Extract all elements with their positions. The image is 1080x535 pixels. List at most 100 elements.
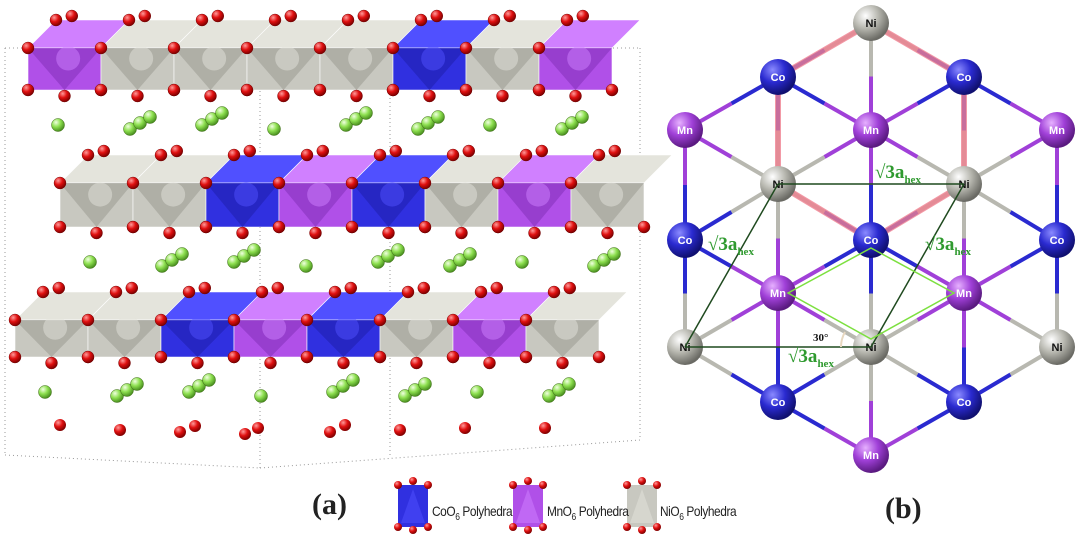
lattice-parameter-label: √3ahex [788,346,834,370]
mn-atom: Mn [1039,112,1075,148]
oxygen-atom [503,9,516,23]
li-atom [607,247,621,261]
li-atom [339,118,353,132]
li-atom [120,383,134,397]
li-atom [143,110,157,124]
oxygen-atom [81,313,95,327]
oxygen-atom [337,356,350,370]
li-atom [587,259,601,273]
li-atom [247,243,261,257]
atom-label: Co [678,235,693,247]
oxygen-atom [272,176,286,190]
oxygen-atom [418,220,432,234]
oxygen-atom [490,281,503,295]
li-atom [182,385,196,399]
oxygen-atom [409,477,417,485]
polyhedron-facet [401,489,425,523]
li-atom [371,255,385,269]
oxygen-atom [605,83,619,97]
oxygen-atom [491,220,505,234]
oxygen-atom [524,477,532,485]
li-atom [453,253,467,267]
oxygen-atom [509,523,517,531]
li-atom [326,385,340,399]
oxygen-atom [424,481,432,489]
li-atom [346,373,360,387]
atom-sphere [1039,222,1075,258]
li-atom [38,385,52,399]
oxygen-atom [191,356,204,370]
atom-label: Co [1050,235,1065,247]
li-atom [381,249,395,263]
oxygen-atom [118,356,131,370]
li-atom [51,118,65,132]
legend-icon-coo6 [394,477,432,534]
mn-atom: Mn [760,275,796,311]
oxygen-atom [21,41,35,55]
oxygen-atom [539,481,547,489]
metal-atom [262,315,287,340]
co-atom: Co [853,222,889,258]
oxygen-atom [45,356,58,370]
oxygen-atom [252,422,264,434]
unit-cell-edge [259,439,641,469]
highlight-bond [776,181,873,243]
oxygen-atom [58,89,71,103]
li-atom [542,389,556,403]
oxygen-atom [564,220,578,234]
atom-label: Co [957,397,972,409]
oxygen-atom [446,350,460,364]
li-atom [515,255,529,269]
panel-label-a: (a) [312,488,347,521]
oxygen-atom [637,220,651,234]
oxygen-atom [462,144,475,158]
oxygen-atom [227,313,241,327]
legend-label-co: CoO6 Polyhedra [432,503,513,523]
oxygen-atom [455,226,468,240]
oxygen-atom [300,148,314,162]
oxygen-atom [382,226,395,240]
oxygen-atom [138,9,152,23]
oxygen-atom [174,426,186,438]
oxygen-atom [309,226,322,240]
atom-sphere [760,384,796,420]
oxygen-atom [446,148,460,162]
legend-label-mn: MnO6 Polyhedra [547,503,629,523]
oxygen-atom [592,148,606,162]
oxygen-atom [459,41,473,55]
oxygen-atom [424,523,432,531]
panel-a-layered-structure [4,9,673,469]
oxygen-atom [227,148,241,162]
oxygen-atom [236,226,249,240]
oxygen-atom [227,350,241,364]
oxygen-atom [109,285,123,299]
oxygen-atom [373,148,387,162]
oxygen-atom [556,356,569,370]
oxygen-atom [409,526,417,534]
atom-sphere [760,275,796,311]
oxygen-atom [638,477,646,485]
oxygen-atom [21,83,35,97]
oxygen-atom [569,89,582,103]
oxygen-atom [563,281,576,295]
metal-atom [116,315,141,340]
co-atom: Co [946,384,982,420]
oxygen-atom [154,313,168,327]
atom-sphere [853,437,889,473]
atom-label: Mn [1049,125,1065,137]
oxygen-atom [653,481,661,489]
primitive-cell [786,247,956,340]
mn-atom: Mn [853,437,889,473]
oxygen-atom [459,83,473,97]
atom-label: Co [771,72,786,84]
li-atom [470,385,484,399]
oxygen-atom [608,144,621,158]
li-atom [155,259,169,273]
oxygen-atom [239,428,251,440]
legend-icon-nio6 [623,477,661,534]
oxygen-atom [483,356,496,370]
oxygen-atom [496,89,509,103]
oxygen-atom [211,9,225,23]
lattice-parameter-subscript: hex [737,246,754,258]
